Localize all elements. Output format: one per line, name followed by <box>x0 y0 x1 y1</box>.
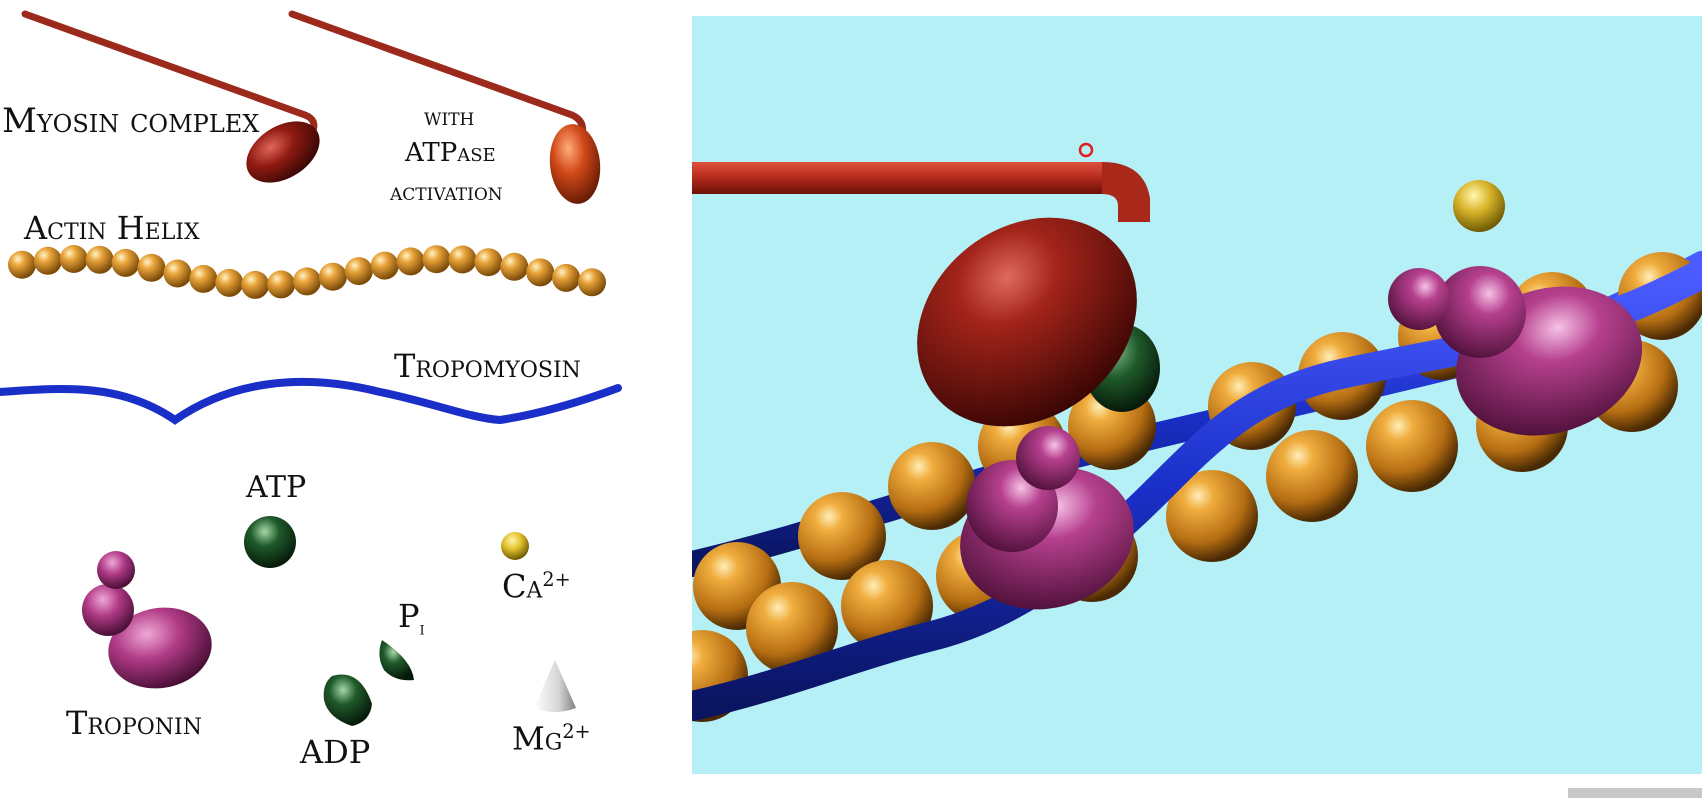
actin-bead <box>59 245 88 273</box>
tropomyosin-model <box>0 377 622 425</box>
troponin-complex-right <box>1388 266 1643 436</box>
label-tropomyosin: Tropomyosin <box>394 347 581 385</box>
label-actin-helix: Actin Helix <box>24 209 200 247</box>
actin-bead <box>578 268 606 297</box>
magnesium-ion-model <box>534 660 576 712</box>
actin-bead <box>888 442 976 530</box>
actin-bead <box>293 267 321 296</box>
myosin-complex-model <box>21 10 320 183</box>
label-pi-main: P <box>398 597 420 635</box>
label-mg-main: Mg <box>512 719 563 758</box>
label-troponin: Troponin <box>66 704 202 742</box>
actin-bead <box>33 246 62 275</box>
actin-bead <box>396 247 425 276</box>
filament-scene-view <box>692 16 1702 774</box>
actin-bead <box>1366 400 1458 492</box>
actin-bead <box>241 270 270 299</box>
label-atp: ATP <box>246 470 307 505</box>
atp-model <box>244 516 296 568</box>
actin-bead <box>215 268 244 297</box>
actin-bead <box>267 270 296 299</box>
label-pi-sub: i <box>419 616 425 640</box>
actin-bead <box>526 258 555 287</box>
actin-bead <box>448 245 477 274</box>
troponin-complex-left <box>960 426 1134 610</box>
actin-bead <box>474 248 503 277</box>
label-ca-sup: 2+ <box>542 568 571 591</box>
label-calcium: Ca2+ <box>502 570 571 603</box>
myosin-head <box>692 162 1150 427</box>
scrollbar-thumb[interactable] <box>1568 788 1702 798</box>
component-legend <box>0 10 622 726</box>
actin-bead <box>422 245 451 274</box>
label-atpase-line3: activation <box>390 178 503 206</box>
actin-bead <box>1166 470 1258 562</box>
actin-bead <box>552 263 581 292</box>
actin-bead <box>318 262 347 291</box>
pi-model <box>379 640 414 681</box>
label-adp: ADP <box>300 733 371 771</box>
label-ca-main: Ca <box>502 567 543 606</box>
label-pi: Pi <box>398 600 425 638</box>
actin-bead <box>111 248 140 277</box>
label-magnesium: Mg2+ <box>512 722 591 755</box>
actin-bead <box>137 253 166 282</box>
actin-bead <box>8 250 36 279</box>
actin-helix-model <box>8 245 606 299</box>
actin-bead <box>85 245 114 274</box>
pointer-cursor-icon <box>1078 142 1094 158</box>
label-atpase-line2: ATPase <box>405 138 496 168</box>
actin-bead <box>746 582 838 674</box>
calcium-ion <box>1453 180 1505 232</box>
actin-bead <box>798 492 886 580</box>
actin-bead <box>344 257 373 286</box>
actin-bead <box>189 264 218 293</box>
actin-bead <box>1266 430 1358 522</box>
adp-model <box>323 674 372 726</box>
calcium-ion-model <box>501 532 529 560</box>
actin-bead <box>163 259 192 288</box>
actin-bead <box>370 251 399 280</box>
myosin-atpase-activated-model <box>288 10 601 204</box>
label-myosin-complex: Myosin complex <box>2 101 260 141</box>
label-atpase-line1: with <box>424 103 475 131</box>
troponin-model <box>82 551 212 689</box>
label-mg-sup: 2+ <box>562 720 591 743</box>
actin-bead <box>500 252 529 281</box>
